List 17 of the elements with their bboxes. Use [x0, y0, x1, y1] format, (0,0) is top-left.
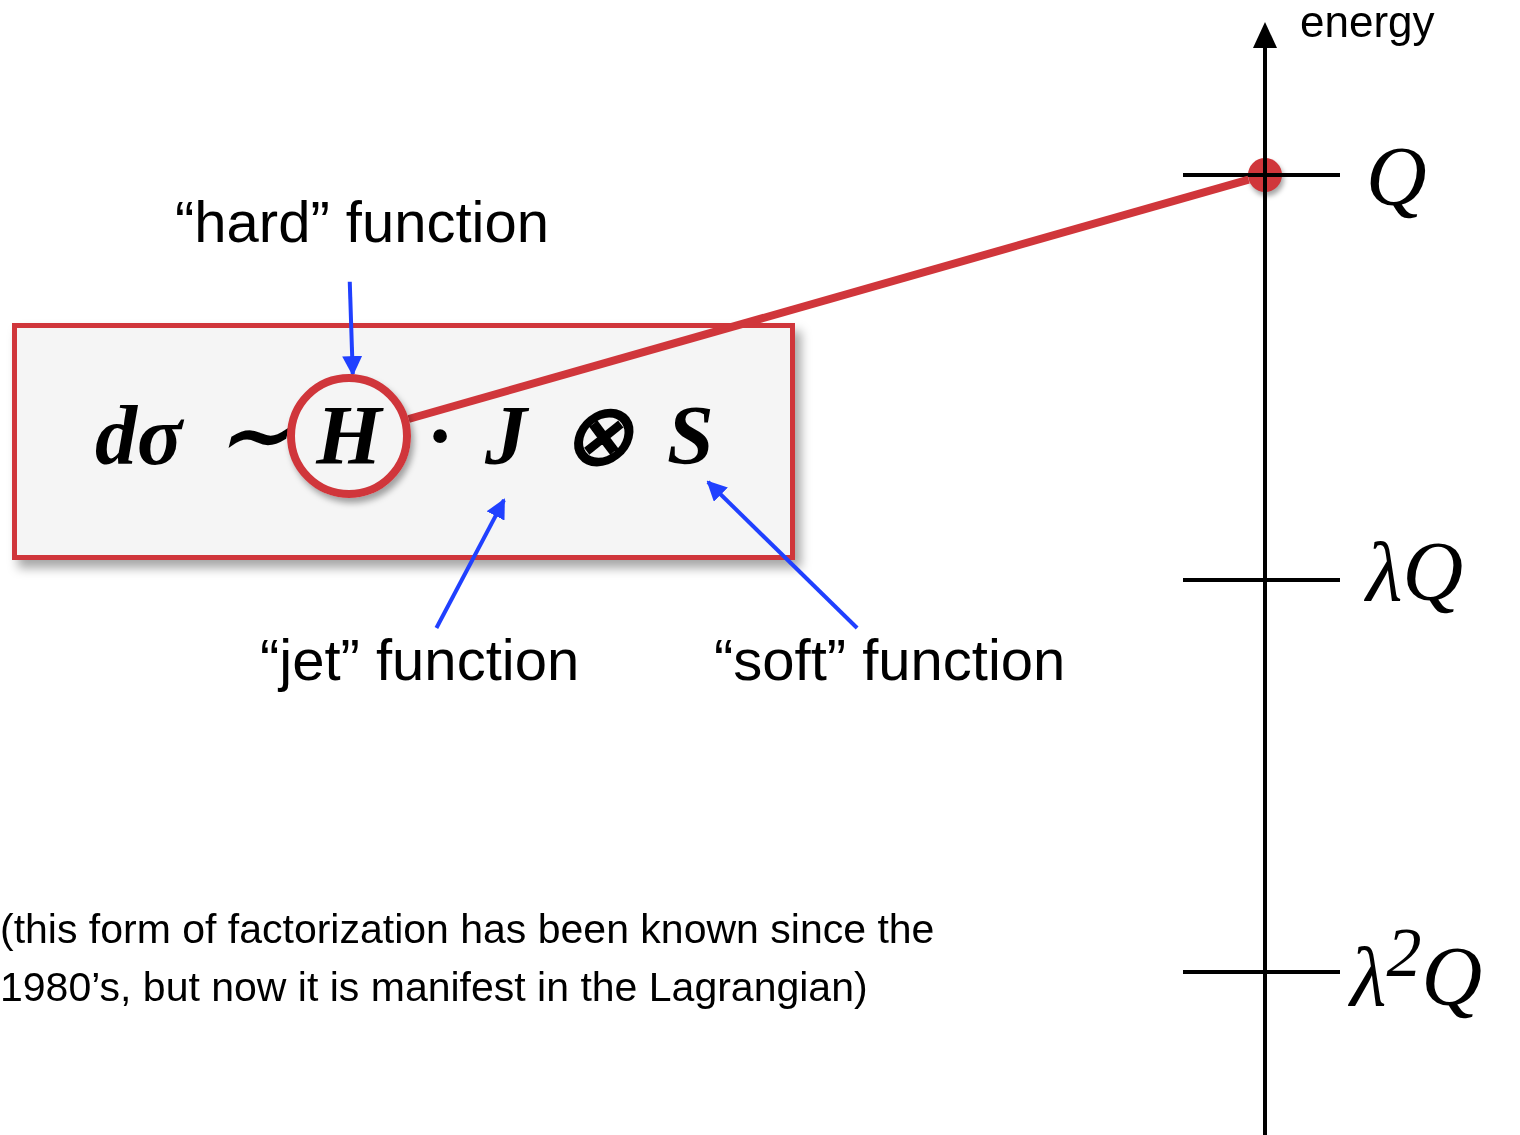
- callout-label: “jet” function: [260, 628, 580, 692]
- scale-label: λ$^{2}$Q: [1350, 918, 1483, 1019]
- scale-label: Q: [1366, 135, 1427, 219]
- formula-box: [12, 323, 795, 560]
- leader-arrow: [342, 281, 363, 377]
- note-text: (this form of factorization has been known since the 1980’s, but now it is manifest in the Lagrangian): [0, 905, 936, 1012]
- highlight-circle: [287, 374, 411, 498]
- callout-label: “hard” function: [175, 190, 549, 254]
- leader-arrow: [434, 498, 506, 629]
- formula-text: · J ⊗ S: [429, 394, 714, 478]
- formula-text: dσ ∼: [95, 394, 288, 478]
- formula-symbol: H: [316, 394, 382, 478]
- scale-label: λQ: [1366, 530, 1464, 614]
- callout-label: “soft” function: [714, 628, 1066, 692]
- leader-arrow: [706, 480, 859, 630]
- axis-label: energy: [1300, 0, 1435, 47]
- connector-line: [407, 175, 1250, 423]
